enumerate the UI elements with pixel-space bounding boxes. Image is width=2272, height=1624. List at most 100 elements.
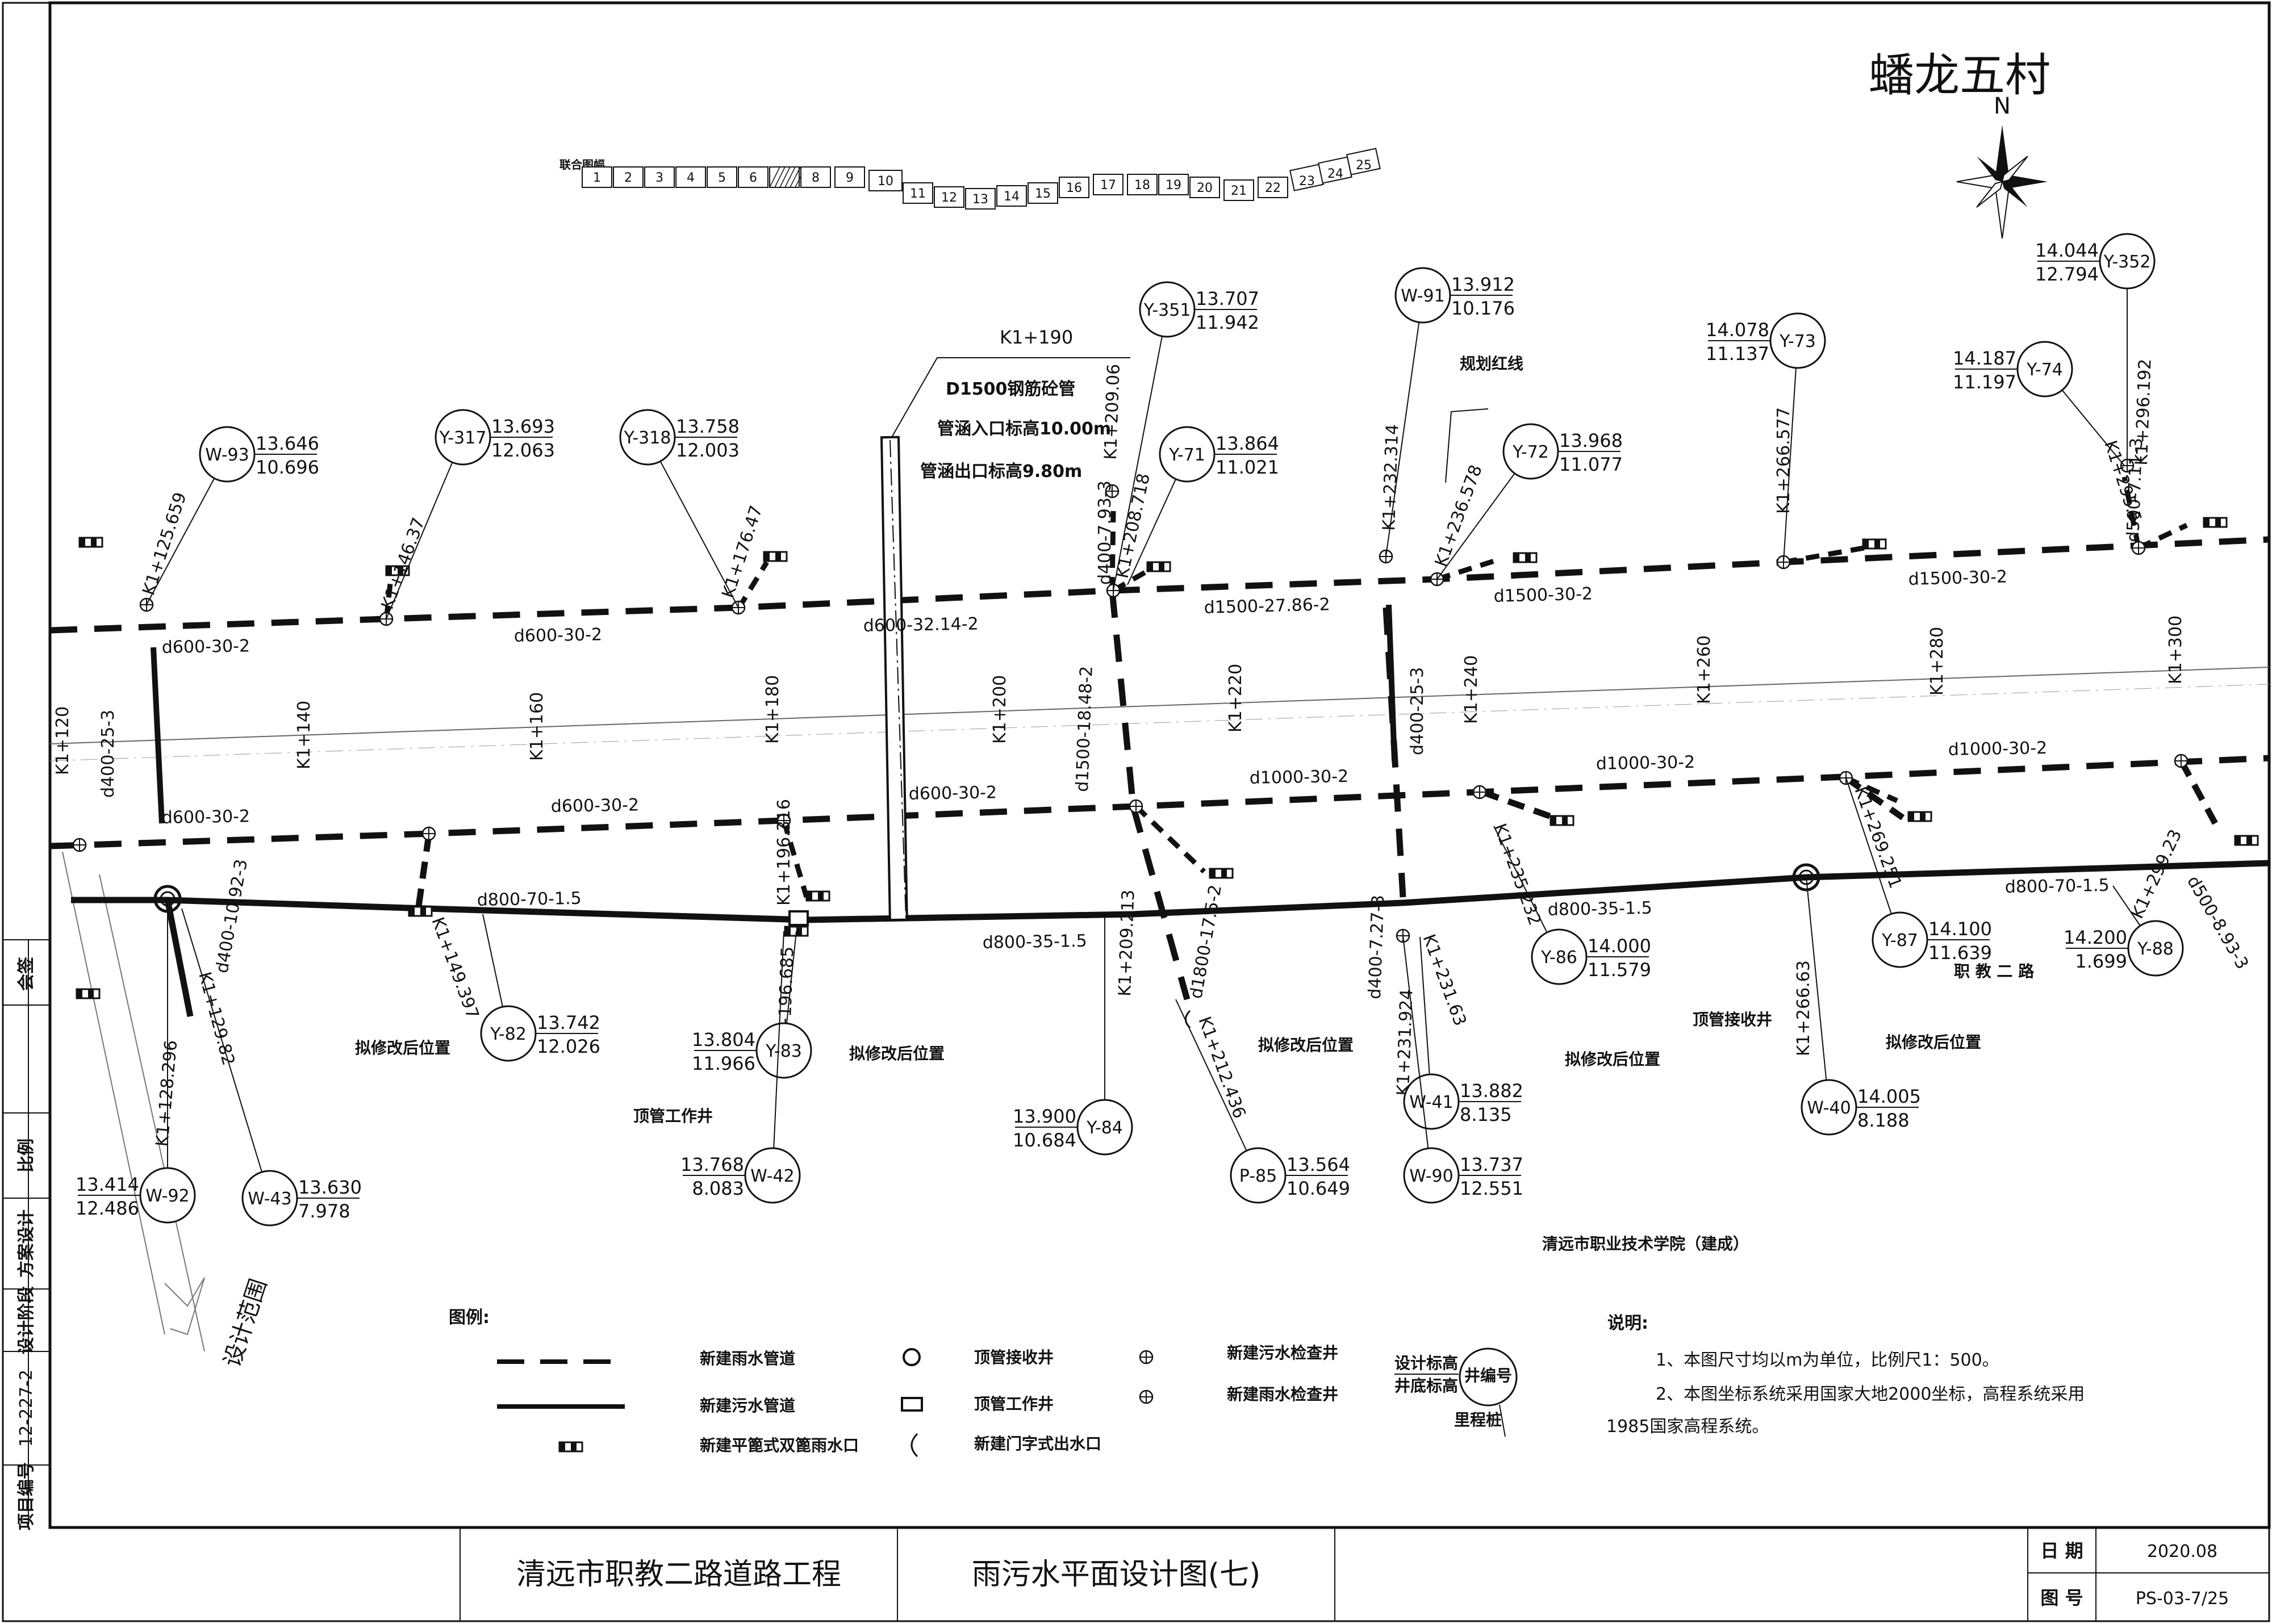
notes: 说明: 1、本图尺寸均以m为单位，比例尺1：500。 2、本图坐标系统采用国家大… [1606,1313,2085,1437]
inlet-icon [1862,538,1887,550]
road [49,667,2270,1352]
index-cell-label: 15 [1035,187,1051,201]
note-2: 2、本图坐标系统采用国家大地2000坐标，高程系统采用 [1656,1384,2085,1404]
well-id: Y-317 [439,428,487,448]
jack-well-label: 顶管工作井 [633,1107,713,1125]
well-bottom-elev: 11.966 [692,1053,755,1074]
pipe-label: d600-30-2 [551,795,640,817]
index-cell-label: 25 [1356,158,1372,173]
index-cell: 24 [1318,156,1352,184]
inner-frame [48,1,2271,1529]
well-design-elev: 13.737 [1460,1154,1523,1175]
station-label: K1+300 [2166,616,2186,684]
well-bottom-elev: 12.551 [1460,1178,1523,1199]
index-cell: 17 [1093,174,1124,195]
well-bottom-elev: 11.137 [1706,343,1769,365]
well-bottom-elev: 7.978 [298,1200,350,1222]
index-cell-label: 3 [655,171,663,185]
well-bottom-elev: 11.942 [1196,312,1259,333]
index-cell: 16 [1059,177,1089,198]
well-id: W-43 [248,1189,291,1209]
pipe-label: d400-25-3 [98,710,118,798]
title-block: 清远市职教二路道路工程 雨污水平面设计图(七) 日 期 2020.08 图 号 … [50,1526,2269,1621]
note-1: 1、本图尺寸均以m为单位，比例尺1：500。 [1656,1350,1999,1370]
index-cell: 20 [1189,177,1220,198]
relocate-4: 拟修改后位置 [1565,1050,1660,1069]
manhole-icon [1129,799,1143,814]
pipe-label: d1000-30-2 [1948,738,2048,760]
index-cell: 2 [613,166,644,188]
chainage-label: K1+209.213 [1115,889,1139,997]
well-bottom-elev: 11.021 [1216,457,1279,478]
pipe-label: d400-7.93-3 [1095,480,1115,585]
chainage-label: K1+231.924 [1393,989,1417,1096]
project-title: 清远市职教二路道路工程 [516,1558,841,1592]
well-bottom-elev: 11.077 [1559,454,1623,475]
pipe-label: d1800-17.5-2 [1186,883,1226,1000]
culvert-line2: 管涵入口标高10.00m [937,419,1111,439]
well-id: Y-352 [2103,252,2151,272]
chainage-label: K1+296.192 [2132,358,2156,466]
index-cell: 4 [675,166,706,188]
jack-recv-well-icon [1792,863,1820,891]
jack-work-well-icon [788,910,809,926]
note-3: 1985国家高程系统。 [1606,1417,1769,1437]
road-label: 职 教 二 路 [1954,962,2035,981]
manhole-icon [2174,754,2189,768]
date-value: 2020.08 [2147,1542,2217,1562]
well-design-elev: 14.187 [1953,348,2016,369]
manhole-icon [72,838,87,852]
inlet-icon [1146,561,1171,572]
legend-bottom-elev: 井底标高 [1394,1376,1458,1395]
drawing-no-value: PS-03-7/25 [2136,1589,2229,1609]
index-cell-label: 19 [1166,178,1181,192]
well-design-elev: 13.707 [1196,288,1259,309]
legend-sewer-mh-icon [1139,1350,1154,1365]
pipe-label: d800-70-1.5 [2005,876,2110,897]
inlet-icon [1550,815,1574,826]
station-label: K1+220 [1226,664,1246,733]
well-bottom-elev: 11.639 [1928,942,1992,964]
well-design-elev: 14.005 [1857,1086,1921,1107]
well-design-elev: 14.078 [1706,319,1769,341]
pipe-label: d600-30-2 [909,782,997,804]
station-label: K1+260 [1694,635,1714,704]
inlet-icon [805,890,830,902]
well-design-elev: 14.100 [1928,918,1992,940]
relocate-2: 拟修改后位置 [849,1044,945,1063]
index-cell: 9 [834,166,865,188]
chainage-label: K1+266.63 [1794,960,1814,1056]
legend-inlet-icon [558,1441,583,1453]
well-design-elev: 13.630 [298,1177,362,1198]
index-cell-label: 10 [878,174,893,189]
index-cell-label: 18 [1134,178,1150,192]
sidebar-sign: 会签 [16,957,36,991]
inlet-icon [2203,517,2228,528]
well-bottom-elev: 11.197 [1953,371,2016,393]
well-id: W-40 [1807,1098,1851,1118]
index-cell-label: 13 [972,192,988,207]
well-bottom-elev: 10.649 [1287,1178,1350,1199]
well-design-elev: 13.864 [1216,433,1279,454]
college-label: 清远市职业技术学院（建成） [1542,1234,1749,1253]
chainage-label: K1+232.314 [1379,424,1403,531]
pipe-label: d1500-18.48-2 [1072,665,1097,792]
pipe-label: d500-8.93-3 [2183,873,2252,973]
index-cell-label: 21 [1231,184,1247,198]
well-id: Y-87 [1881,931,1918,951]
index-cell: 11 [903,182,933,204]
pipe-label: d1500-30-2 [1493,584,1593,606]
pipe-label: d800-70-1.5 [477,889,582,910]
legend-well-no: 井编号 [1464,1366,1512,1385]
well-id: Y-86 [1540,948,1577,968]
index-cell: 19 [1158,174,1189,195]
